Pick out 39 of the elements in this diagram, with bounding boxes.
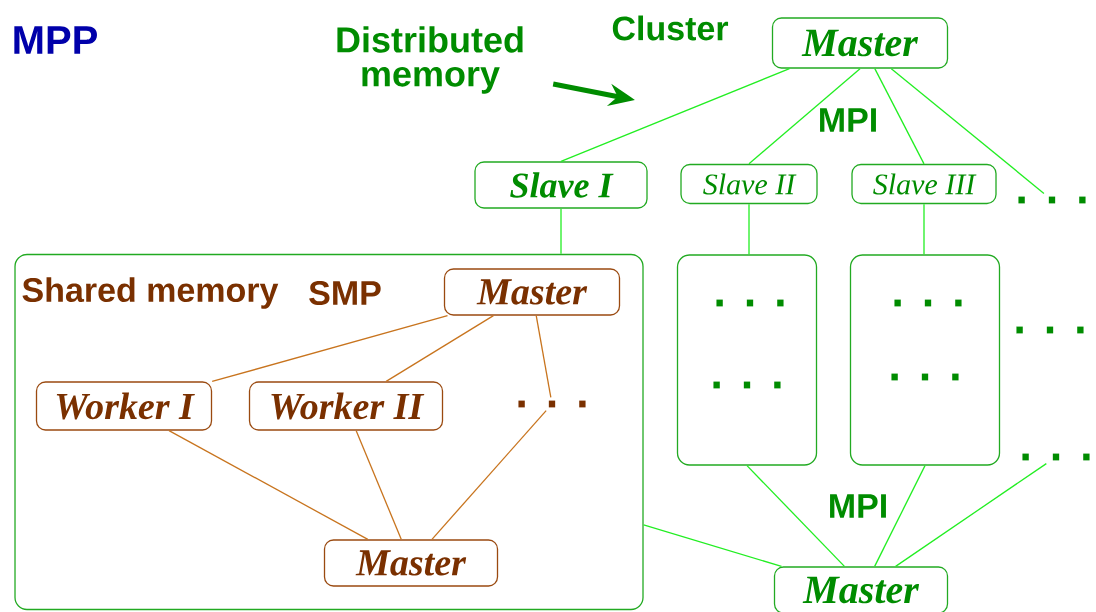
text-label: Shared memory	[22, 277, 279, 309]
process-box: Master	[771, 17, 949, 69]
text-label: SMP	[309, 280, 381, 306]
connector-line	[560, 208, 562, 255]
connector-line	[890, 68, 1045, 195]
text-label: MPI	[820, 108, 876, 132]
connector-line	[895, 462, 1047, 567]
process-box: Worker I	[35, 381, 213, 431]
connector-line	[385, 315, 495, 382]
ellipsis: . . .	[1022, 453, 1090, 461]
process-box: . . . . . .	[676, 254, 818, 466]
connector-line	[535, 315, 552, 399]
connector-line	[431, 409, 547, 540]
process-box: Slave III	[851, 163, 997, 205]
connector-line	[748, 68, 861, 165]
text-label: MPP	[14, 26, 97, 54]
connector-line	[874, 465, 926, 567]
process-box: Master	[323, 539, 499, 587]
process-box: Master	[773, 566, 949, 612]
process-box: . . . . . .	[849, 254, 1001, 466]
process-box: Master	[443, 268, 621, 316]
connector-line	[355, 430, 402, 540]
process-box: Worker II	[248, 381, 444, 431]
connector-line	[746, 465, 846, 567]
connector-line	[748, 203, 750, 255]
connector-line	[923, 203, 925, 255]
connector-line	[560, 68, 791, 162]
text-label: Distributed memory	[337, 26, 523, 94]
process-box: Slave I	[474, 161, 648, 209]
process-box: Slave II	[680, 163, 818, 205]
ellipsis: . . .	[1018, 196, 1086, 204]
connector-line	[643, 524, 783, 567]
text-label: MPI	[830, 494, 886, 518]
ellipsis: . . .	[518, 400, 586, 408]
text-label: Cluster	[612, 15, 729, 41]
connector-line	[168, 430, 369, 540]
connector-line	[874, 68, 925, 165]
frame-box	[14, 253, 644, 611]
connector-line	[211, 315, 449, 383]
